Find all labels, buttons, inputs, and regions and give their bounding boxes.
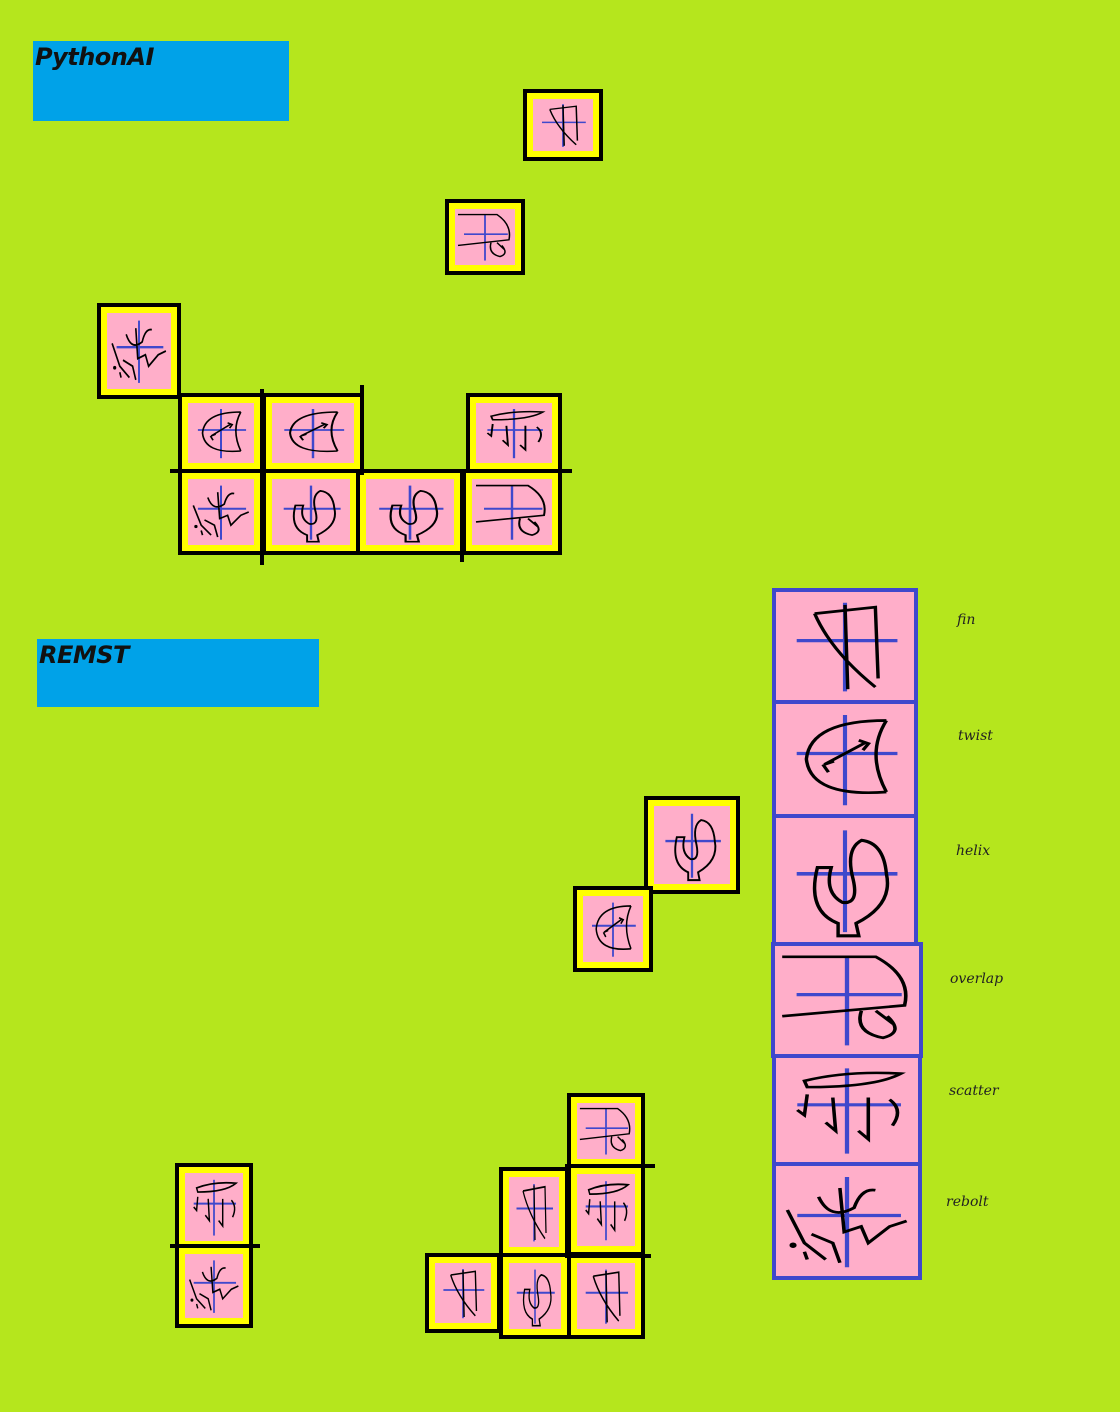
separator-line [565, 1164, 655, 1168]
remst-tile-scatter [175, 1163, 253, 1251]
remst-title-box: REMST [37, 639, 319, 707]
overlap-icon [781, 955, 908, 1046]
tile-glyph-rebolt-icon [188, 479, 254, 545]
python-ai-tile-rebolt [178, 469, 264, 555]
legend-label-rebolt: rebolt [946, 1194, 989, 1210]
tile-glyph-scatter-icon [476, 403, 552, 463]
remst-tile-overlap [567, 1093, 645, 1169]
python-ai-tile-fin [523, 89, 603, 161]
tile-glyph-fin-icon [577, 1263, 635, 1329]
remst-tile-twist [573, 886, 653, 972]
tile-glyph-rebolt-icon [107, 313, 171, 389]
separator-line [460, 470, 464, 562]
tile-glyph-scatter-icon [185, 1173, 243, 1241]
remst-tile-scatter [567, 1164, 645, 1256]
legend-cell-overlap [771, 942, 923, 1058]
tile-glyph-twist-icon [188, 403, 254, 463]
remst-tile-fin [425, 1253, 501, 1333]
tile-glyph-twist-icon [272, 403, 354, 463]
python-ai-tile-rebolt [97, 303, 181, 399]
separator-line [260, 389, 264, 565]
separator-line [170, 469, 572, 473]
rebolt-icon [785, 1177, 908, 1268]
remst-tile-helix [499, 1253, 571, 1339]
twist-icon [796, 715, 898, 806]
separator-line [565, 1254, 651, 1258]
legend-cell-twist [772, 700, 918, 818]
python-ai-tile-twist [178, 393, 264, 473]
remst-tile-fin [567, 1253, 645, 1339]
legend-cell-scatter [772, 1054, 922, 1166]
legend-label-overlap: overlap [950, 971, 1004, 987]
tile-glyph-overlap-icon [455, 209, 515, 265]
separator-line [360, 385, 364, 475]
tile-glyph-twist-icon [583, 896, 643, 962]
tile-glyph-overlap-icon [577, 1103, 635, 1159]
python-ai-tile-scatter [466, 393, 562, 473]
legend-label-helix: helix [956, 843, 991, 859]
python-ai-title: PythonAI [35, 43, 154, 71]
python-ai-tile-twist [262, 393, 364, 473]
python-ai-tile-helix [356, 469, 464, 555]
tile-glyph-helix-icon [509, 1263, 561, 1329]
python-ai-title-box: PythonAI [33, 41, 289, 121]
tile-glyph-rebolt-icon [185, 1254, 243, 1318]
legend-label-scatter: scatter [949, 1083, 999, 1099]
legend-cell-rebolt [772, 1162, 922, 1280]
remst-tile-rebolt [175, 1244, 253, 1328]
python-ai-tile-overlap [445, 199, 525, 275]
helix-icon [796, 830, 898, 938]
tile-glyph-fin-icon [435, 1263, 491, 1323]
tile-glyph-overlap-icon [472, 479, 552, 545]
separator-line [170, 1244, 260, 1248]
remst-tile-helix [644, 796, 740, 894]
legend-label-twist: twist [958, 728, 993, 744]
tile-glyph-fin-icon [533, 99, 593, 151]
tile-glyph-helix-icon [366, 479, 454, 545]
legend-label-fin: fin [957, 612, 976, 628]
remst-tile-fin [499, 1167, 569, 1257]
remst-title: REMST [39, 641, 129, 669]
tile-glyph-helix-icon [654, 806, 730, 884]
legend-cell-helix [772, 814, 918, 946]
legend-cell-fin [772, 588, 918, 704]
tile-glyph-helix-icon [272, 479, 350, 545]
scatter-icon [796, 1068, 906, 1154]
tile-glyph-fin-icon [509, 1177, 559, 1247]
python-ai-tile-overlap [462, 469, 562, 555]
fin-icon [796, 602, 898, 692]
tile-glyph-scatter-icon [577, 1174, 635, 1246]
python-ai-tile-helix [262, 469, 360, 555]
